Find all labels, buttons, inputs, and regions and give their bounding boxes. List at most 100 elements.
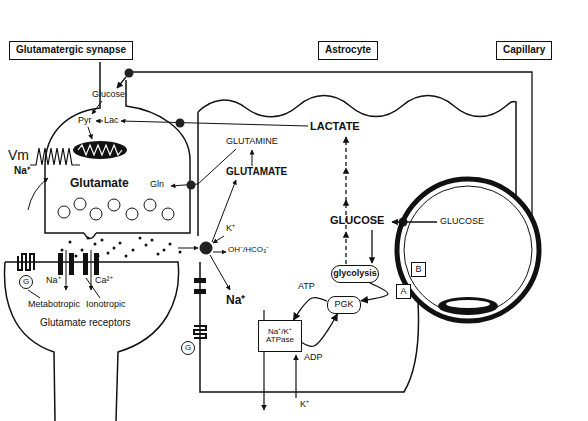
synaptic-vesicle: [126, 208, 138, 220]
astrocyte-outline: [197, 112, 199, 236]
glutamate-transporter: [212, 180, 236, 242]
glutamate-molecule: [61, 237, 182, 258]
metabolite-label: GLUCOSE: [440, 217, 484, 226]
ion-flow-arrow: [28, 290, 40, 298]
postsynaptic-spine: [5, 262, 55, 421]
glucose-supply-path: [117, 72, 532, 219]
transporter-dot: [176, 119, 185, 128]
ion-label: K⁺: [226, 224, 235, 233]
glucose-supply-path: [117, 77, 126, 88]
box-text: Na⁺/K⁺ ATPase: [259, 328, 301, 345]
metabolic-arrow: [28, 101, 308, 210]
astrocyte-outline: [200, 262, 418, 392]
glucose-supply-path: [132, 72, 532, 219]
ionotropic-channel: [83, 253, 88, 275]
mitochondrion: [73, 141, 127, 159]
metabolite-label: GLUCOSE: [330, 215, 384, 226]
transporter-dot: [125, 69, 408, 227]
astrocyte-receptor: [194, 326, 206, 338]
transporter-dot: [125, 69, 134, 78]
ion-label: Na⁺: [226, 294, 245, 306]
astrocyte-outline: [198, 96, 516, 393]
metabolic-arrow: [28, 178, 48, 210]
glutamate-transporter: [210, 255, 230, 290]
ionotropic-channel: [69, 253, 74, 275]
enzyme-box: PGK: [327, 296, 361, 314]
spike-train: [30, 148, 80, 165]
metabolite-label: LACTATE: [310, 121, 360, 132]
presynaptic-terminal: [84, 233, 96, 239]
marker-box: A: [396, 284, 411, 299]
astrocyte-receptor: [194, 278, 206, 283]
metabolite-label: GLUTAMATE: [226, 167, 287, 177]
spike-train: [30, 148, 80, 165]
glutamate-molecule: [157, 253, 160, 256]
box-text: Astrocyte: [325, 45, 371, 56]
column-header: Astrocyte: [318, 41, 378, 60]
synaptic-vesicle: [58, 198, 174, 220]
glutamate-molecule: [125, 255, 128, 258]
box-text: A: [400, 287, 406, 296]
ion-label: Na⁺: [14, 166, 30, 176]
astrocyte-receptor: [182, 342, 195, 355]
glutamate-molecule: [163, 249, 166, 252]
box-text: PGK: [334, 300, 353, 309]
capillary-wall: [397, 179, 539, 321]
synaptic-vesicle: [74, 198, 86, 210]
mitochondrion: [78, 145, 122, 155]
astrocyte-receptor: [182, 278, 207, 355]
ionotropic-channel: [58, 253, 63, 275]
glycolysis-pathway-arrow: [371, 230, 372, 263]
metabolite-label: Lac: [104, 116, 119, 125]
glutamate-molecule: [94, 243, 97, 246]
glycolysis-pathway-arrow: [346, 137, 437, 264]
glutamate-molecule: [113, 247, 116, 250]
receptor-label: Ionotropic: [86, 300, 126, 309]
flow-connector: [361, 283, 388, 301]
metabolic-arrow: [252, 150, 253, 166]
synaptic-vesicle: [144, 199, 156, 211]
ion-flow-arrow: [28, 250, 100, 298]
glutamate-molecule: [151, 239, 154, 242]
edge-label: ATP: [298, 282, 315, 291]
flow-connector: [302, 314, 337, 346]
glutamate-molecule: [145, 244, 148, 247]
box-text: Capillary: [503, 45, 545, 56]
capillary-wall: [446, 300, 490, 308]
glutamate-transporter: [213, 236, 224, 243]
glutamate-molecule: [97, 255, 100, 258]
synaptic-vesicle: [162, 208, 174, 220]
receptor-label: Metabotropic: [28, 300, 80, 309]
ion-label: Na⁺: [46, 276, 61, 285]
glutamate-molecule: [169, 243, 172, 246]
ion-label: OH⁻/HCO₃⁻: [228, 246, 269, 254]
process-box: glycolysis: [331, 265, 379, 283]
box-text: B: [415, 265, 421, 274]
column-header: Capillary: [496, 41, 552, 60]
glutamate-molecule: [179, 251, 182, 254]
glutamate-molecule: [81, 249, 84, 252]
glutamate-molecule: [61, 249, 64, 252]
glutamate-molecule: [107, 252, 110, 255]
pump-flux-arrow: [295, 355, 296, 398]
metabolite-label: Glutamate: [70, 177, 129, 189]
postsynaptic-spine: [5, 262, 179, 421]
metabolic-arrow: [96, 121, 103, 122]
metabolite-label: Glucose: [92, 90, 125, 99]
postsynaptic-spine: [5, 262, 179, 421]
metabotropic-receptor: [20, 276, 33, 289]
ion-label: Ca²⁺: [95, 276, 113, 285]
glycolysis-pathway-arrow: [392, 221, 437, 222]
capillary-wall: [404, 186, 532, 314]
glutamate-molecule: [119, 242, 122, 245]
glutamate-molecule: [69, 241, 72, 244]
metabolite-label: GLUTAMINE: [226, 137, 278, 146]
presynaptic-terminal: [45, 62, 190, 239]
glutamate-molecule: [75, 255, 78, 258]
metabolic-arrow: [88, 127, 92, 139]
potential-label: Vm: [8, 148, 29, 162]
synaptic-vesicle: [108, 199, 120, 211]
synaptic-vesicle: [58, 206, 70, 218]
